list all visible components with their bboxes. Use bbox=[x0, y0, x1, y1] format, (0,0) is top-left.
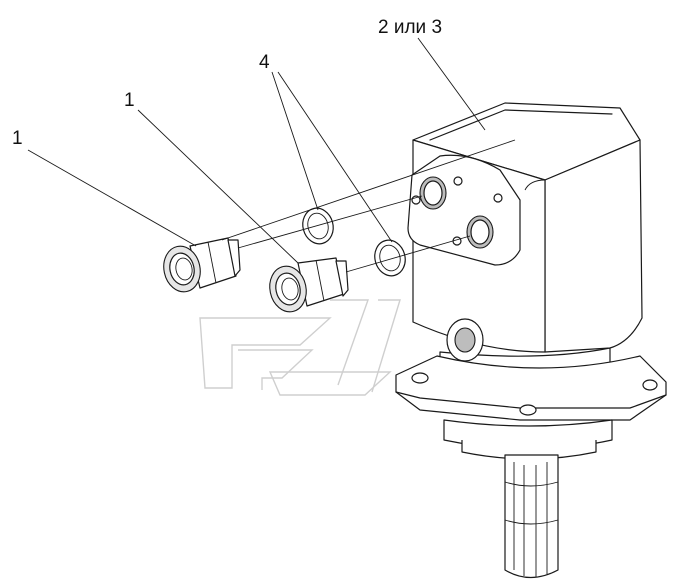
callout-fitting-left: 1 bbox=[12, 128, 23, 149]
callout-o-rings: 4 bbox=[259, 52, 270, 73]
mounting-flange bbox=[395, 355, 667, 421]
fitting-right bbox=[269, 257, 349, 313]
assembly-axes bbox=[221, 139, 516, 273]
callout-fitting-right: 1 bbox=[124, 90, 135, 111]
output-shaft bbox=[443, 419, 613, 579]
port-plate bbox=[407, 154, 521, 266]
watermark bbox=[199, 299, 401, 396]
o-ring-lower bbox=[374, 239, 406, 277]
fitting-left bbox=[163, 237, 241, 293]
drain-boss bbox=[446, 318, 484, 362]
callout-motor: 2 или 3 bbox=[378, 17, 442, 38]
leader-lines bbox=[27, 37, 486, 264]
o-ring-upper bbox=[302, 207, 334, 245]
